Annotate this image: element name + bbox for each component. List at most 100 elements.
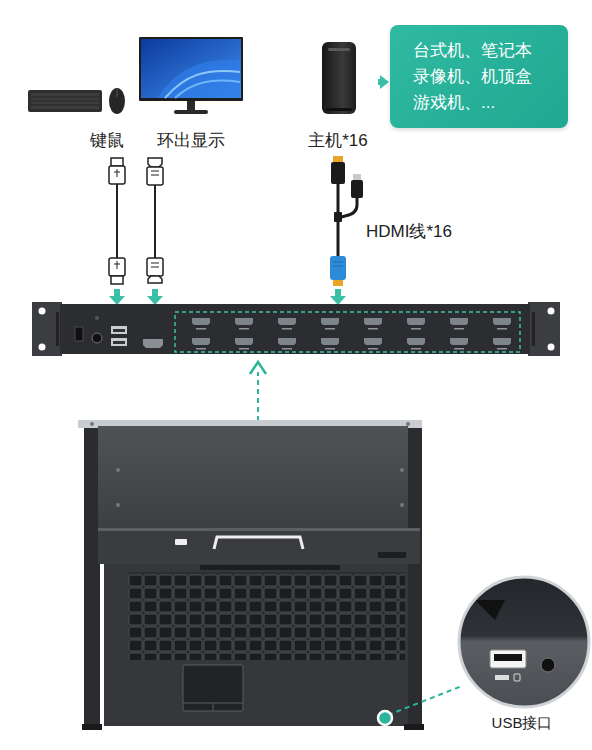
kvm-switch-part: [239, 348, 249, 350]
kvm-switch-part: [497, 348, 507, 350]
kvm-switch-part: [196, 328, 507, 350]
kvm-switch-part: [175, 312, 520, 352]
device-list-text: 台式机、笔记本 录像机、机顶盒 游戏机、...: [413, 38, 545, 116]
rack-console-part: [400, 503, 404, 507]
device-list-box: 台式机、笔记本 录像机、机顶盒 游戏机、...: [390, 25, 568, 128]
kvm-switch-part: [196, 328, 206, 330]
node-caption: 主机*16: [308, 130, 368, 152]
kvm-switch-part: [282, 348, 292, 350]
keyboard-mouse-icon-part: [28, 90, 102, 112]
monitor-icon-part: [165, 71, 240, 98]
kvm-switch-part: [364, 318, 382, 325]
keyboard-mouse-icon-part: [31, 97, 99, 105]
host-tower-icon-part: [328, 48, 350, 51]
kvm-switch-part: [111, 326, 127, 334]
hdmi-usb-cable-part: [331, 162, 345, 184]
monitor-icon-part: [141, 39, 241, 98]
hdmi-cable-part: [148, 158, 162, 167]
kvm-switch-part: [95, 316, 99, 320]
kvm-switch-part: [278, 318, 296, 325]
host-tower-icon: [322, 42, 356, 114]
usb-zoom-inset: [378, 577, 589, 725]
rack-console-part: [98, 426, 408, 528]
hdmi-usb-cable: [330, 156, 363, 286]
kvm-switch-part: [56, 312, 59, 346]
kvm-switch-part: [235, 338, 253, 345]
rack-console-part: [98, 528, 420, 531]
kvm-switch-part: [407, 338, 425, 345]
kvm-switch-part: [113, 341, 125, 344]
rack-console-part: [128, 572, 405, 660]
rack-console-part: [400, 468, 404, 472]
kvm-switch-part: [321, 318, 339, 325]
hdmi-cable: [147, 158, 163, 283]
usb-zoom-inset-part: [459, 577, 589, 707]
rack-console-part: [84, 428, 100, 728]
kvm-switch-part: [111, 338, 127, 346]
rack-console-part: [404, 724, 424, 730]
hdmi-cable-part: [151, 171, 159, 267]
monitor-icon-part: [187, 101, 195, 111]
kvm-switch-part: [39, 344, 46, 351]
kvm-switch-part: [450, 318, 468, 325]
hdmi-usb-cable-part: [351, 180, 363, 198]
usb-zoom-inset-part: [541, 658, 555, 672]
kvm-switch-part: [548, 308, 555, 315]
kvm-switch-part: [411, 328, 421, 330]
kvm-switch-part: [196, 348, 206, 350]
kvm-switch-part: [75, 327, 83, 341]
host-node: 主机*16: [300, 40, 376, 152]
kvm-switch-part: [528, 302, 560, 356]
kvm-switch-part: [493, 318, 511, 325]
down-arrow: [109, 289, 346, 305]
usb-cable-part: [111, 158, 123, 166]
hdmi-usb-cable-part: [333, 156, 343, 162]
monitor-icon-part: [139, 37, 243, 101]
usb-cable-part: [111, 276, 123, 284]
arrowhead: [380, 75, 389, 89]
kvm-switch-part: [532, 312, 535, 346]
rack-console-part: [378, 552, 406, 558]
hdmi-usb-cable-part: [333, 280, 343, 286]
host-tower-icon-part: [326, 108, 352, 111]
rack-console: [78, 420, 424, 730]
kvm-switch-part: [39, 308, 46, 315]
kvm-switch-part: [325, 328, 335, 330]
usb-zoom-inset-part: [459, 577, 589, 707]
kvm-switch-part: [454, 348, 464, 350]
down-arrow-part: [147, 289, 163, 305]
usb-zoom-inset-part: [490, 650, 526, 668]
kvm-switch-part: [411, 348, 421, 350]
part-label: 键鼠: [90, 130, 124, 152]
hdmi-usb-cable-part: [353, 174, 361, 180]
hdmi-usb-cable-part: [334, 212, 342, 222]
kvm-switch-part: [192, 338, 210, 345]
kvm-switch-part: [113, 329, 125, 332]
kvm-switch-part: [278, 338, 296, 345]
connector-arrow: [378, 75, 389, 89]
usb-zoom-inset-part: [494, 654, 522, 661]
usb-cable: [109, 158, 125, 284]
kvm-switch-part: [325, 348, 335, 350]
rack-console-part: [406, 428, 422, 728]
hdmi-usb-cable-part: [330, 256, 346, 280]
monitor-icon: [139, 37, 243, 114]
kvm-switch-part: [321, 338, 339, 345]
down-arrow-part: [109, 289, 125, 305]
rack-console-part: [183, 665, 243, 711]
usb-zoom-inset-part: [495, 675, 509, 680]
kvm-switch-part: [454, 328, 464, 330]
keyboard-mouse-icon-part: [109, 88, 125, 114]
rack-console-part: [128, 574, 405, 660]
kvm-switch-part: [368, 348, 378, 350]
hdmi-cable-part: [147, 167, 163, 185]
monitor-icon-part: [174, 110, 208, 114]
hdmi-cable-part: [154, 185, 156, 258]
rack-console-part: [104, 564, 408, 726]
rack-console-part: [406, 422, 410, 426]
usb-cable-part: [116, 184, 118, 258]
rack-console-part: [200, 565, 340, 570]
dashed-pointer-part: [250, 362, 266, 374]
hdmi-usb-cable-part: [337, 184, 340, 216]
